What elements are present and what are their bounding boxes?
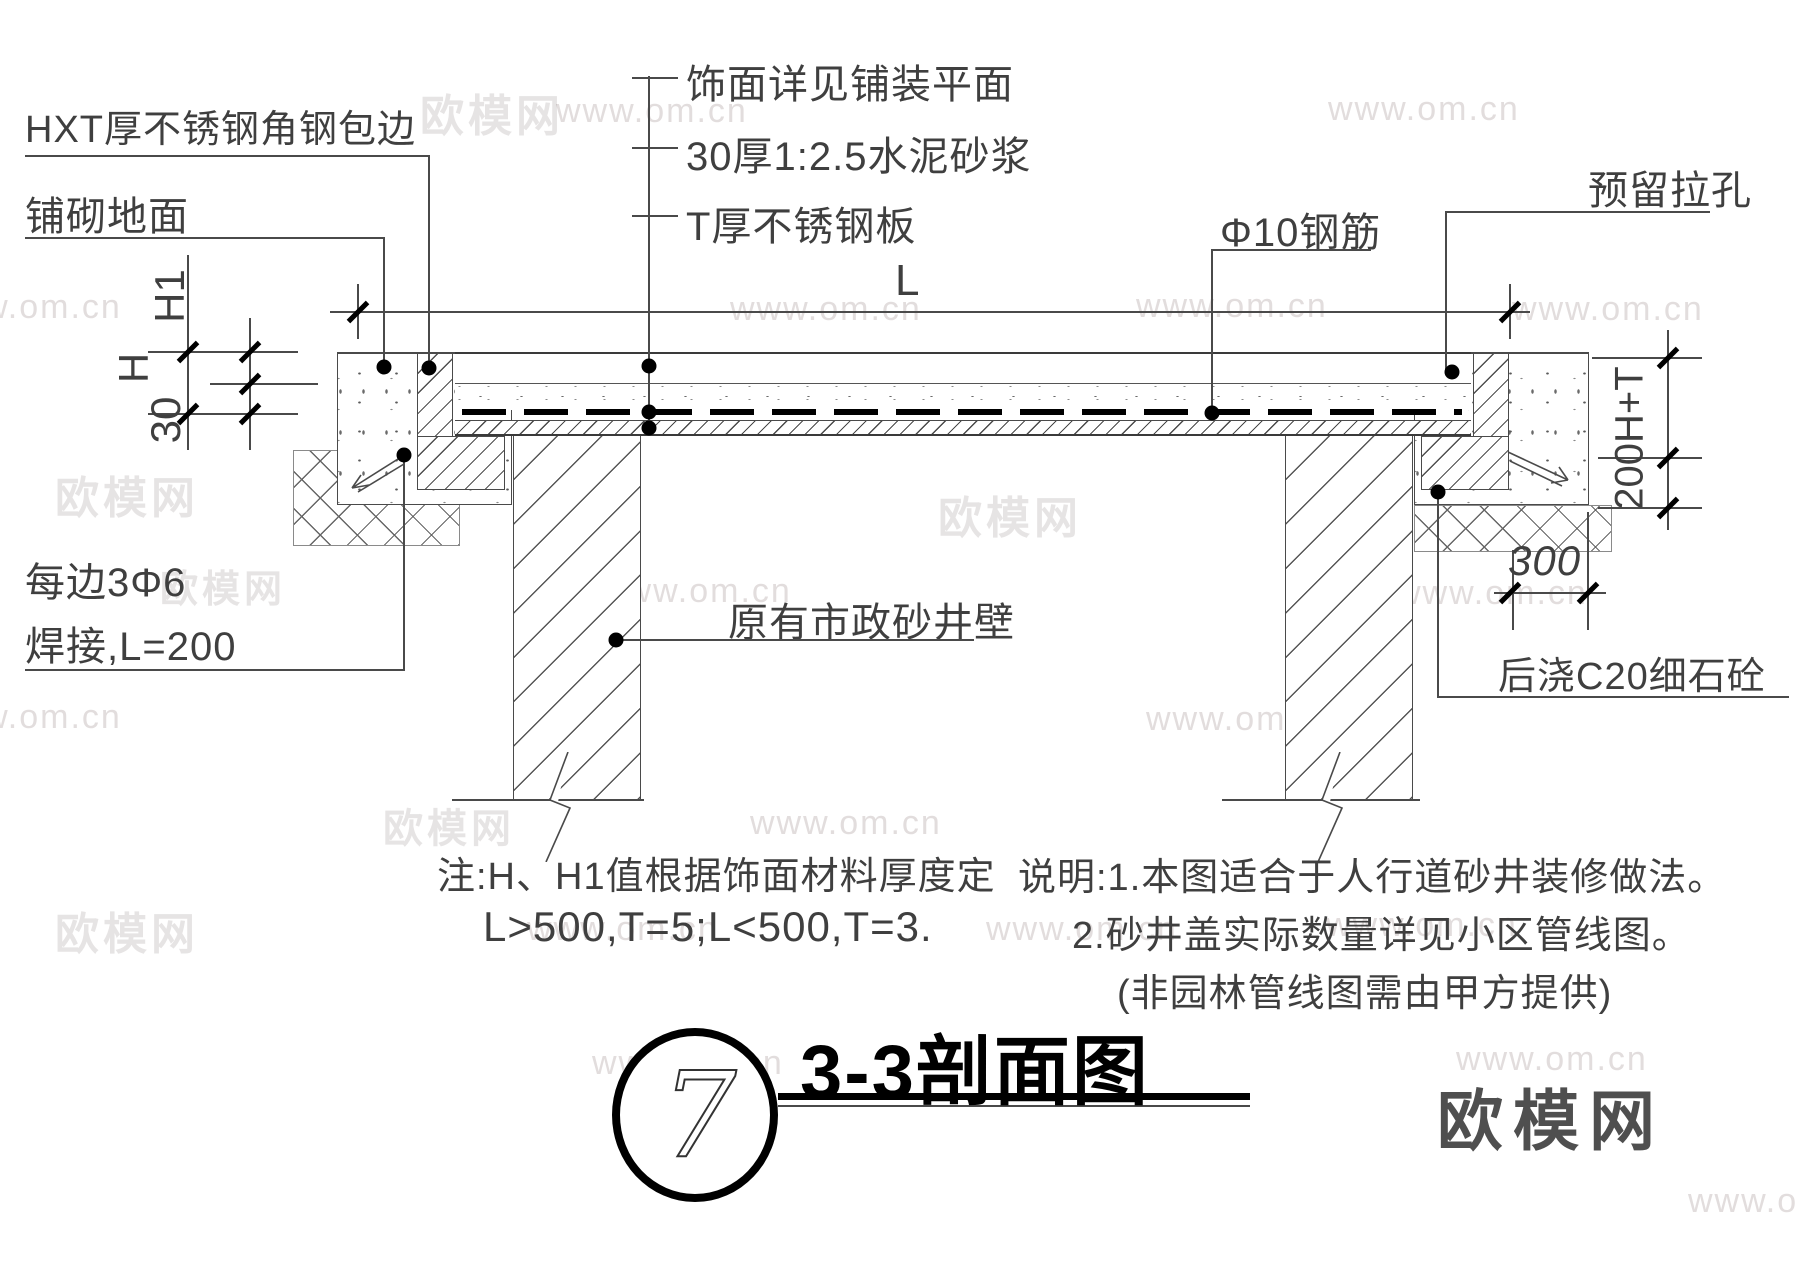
leader-dot bbox=[608, 632, 624, 648]
note-left-line2: L>500,T=5;L<500,T=3. bbox=[483, 903, 933, 950]
watermark-brand: 欧模网 bbox=[55, 474, 199, 523]
extension-line bbox=[1598, 507, 1702, 509]
dimension-label-H: H bbox=[110, 352, 157, 384]
rebar-dashed-line bbox=[462, 409, 1462, 415]
leader-tick bbox=[632, 77, 678, 79]
leader-line bbox=[383, 237, 385, 367]
weld-arrow-left bbox=[351, 453, 407, 493]
watermark-brand: 欧模网 bbox=[938, 494, 1082, 543]
leader-line bbox=[1445, 211, 1447, 371]
dimension-label-H1: H1 bbox=[146, 269, 193, 323]
leader-line bbox=[428, 155, 430, 368]
note-right-line2: 2.砂井盖实际数量详见小区管线图。 bbox=[1072, 915, 1691, 957]
callout-paving: 铺砌地面 bbox=[25, 195, 189, 239]
detail-bubble: 7 bbox=[612, 1028, 778, 1202]
dimension-label-300: 300 bbox=[1508, 537, 1582, 584]
leader-line bbox=[648, 76, 650, 429]
joint-arrow-right bbox=[1507, 451, 1569, 487]
section-title: 3-3剖面图 bbox=[800, 1030, 1150, 1115]
watermark-brand: 欧模网 bbox=[160, 569, 287, 611]
watermark-url: www.om.cn bbox=[986, 910, 1178, 948]
leader-line bbox=[403, 455, 405, 670]
title-underline-thick bbox=[778, 1093, 1250, 1100]
watermark-brand: 欧模网 bbox=[55, 910, 199, 959]
steel-plate-layer bbox=[455, 420, 1471, 436]
dimension-label-30: 30 bbox=[142, 396, 189, 444]
leader-dot bbox=[1444, 364, 1460, 380]
callout-steel-plate: T厚不锈钢板 bbox=[686, 205, 917, 249]
well-wall-left bbox=[513, 436, 641, 799]
note-right-line3: (非园林管线图需由甲方提供) bbox=[1117, 973, 1613, 1015]
watermark-url: www.om.cn bbox=[1328, 90, 1520, 128]
watermark-url: www.om.cn bbox=[0, 698, 122, 736]
callout-weld-line2: 焊接,L=200 bbox=[25, 625, 237, 669]
finish-layer bbox=[455, 352, 1471, 384]
callout-weld-line1: 每边3Φ6 bbox=[25, 561, 187, 605]
extension-line bbox=[148, 413, 298, 415]
extension-line bbox=[210, 383, 318, 385]
watermark-url: www.om.cn bbox=[527, 910, 719, 948]
leader-dot bbox=[1430, 484, 1446, 500]
break-line-left bbox=[545, 752, 572, 862]
mortar-layer bbox=[455, 384, 1471, 410]
dimension-line-L bbox=[330, 311, 1530, 313]
leader-dot bbox=[396, 447, 412, 463]
extension-line bbox=[1592, 357, 1702, 359]
leader-dot bbox=[641, 358, 657, 374]
wall-bottom-line-left bbox=[452, 799, 644, 801]
leader-line bbox=[1211, 249, 1213, 413]
dimension-label-L: L bbox=[895, 256, 921, 305]
watermark-brand: 欧模网 bbox=[383, 807, 515, 851]
callout-angle-edge: HXT厚不锈钢角钢包边 bbox=[25, 109, 417, 151]
angle-steel-right-horizontal bbox=[1421, 436, 1509, 490]
leader-line bbox=[25, 155, 430, 157]
callout-post-cast: 后浇C20细石砼 bbox=[1498, 656, 1766, 698]
watermark-brand: 欧模网 bbox=[420, 92, 564, 141]
watermark-url: www.om.cn bbox=[1688, 1182, 1800, 1220]
leader-tick bbox=[632, 147, 678, 149]
callout-reserved-hole: 预留拉孔 bbox=[1588, 169, 1752, 213]
leader-dot bbox=[641, 404, 657, 420]
detail-number-sketch: 7 bbox=[660, 1045, 737, 1185]
leader-dot bbox=[421, 360, 437, 376]
detail-number-glyph: 7 bbox=[661, 1046, 736, 1184]
extension-line bbox=[148, 351, 298, 353]
leader-line bbox=[25, 237, 385, 239]
watermark-url: www.om.cn bbox=[556, 92, 748, 130]
break-line-right bbox=[1317, 752, 1344, 862]
watermark-url: www.om.cn bbox=[1136, 287, 1328, 325]
callout-finish: 饰面详见铺装平面 bbox=[686, 63, 1014, 107]
title-underline-thin bbox=[778, 1105, 1250, 1107]
note-left-line1: 注:H、H1值根据饰面材料厚度定 bbox=[437, 856, 996, 898]
leader-tick bbox=[632, 215, 678, 217]
watermark-url: www.om.cn bbox=[0, 288, 122, 326]
watermark-url: www.om.cn bbox=[1456, 1040, 1648, 1078]
leader-line bbox=[1437, 696, 1789, 698]
watermark-url: www.om.cn bbox=[750, 804, 942, 842]
leader-line bbox=[1211, 249, 1371, 251]
leader-line bbox=[1445, 211, 1710, 213]
site-logo: 欧模网 bbox=[1437, 1084, 1665, 1158]
angle-steel-left-horizontal bbox=[417, 436, 505, 490]
wall-bottom-line-right bbox=[1222, 799, 1420, 801]
leader-dot bbox=[1204, 405, 1220, 421]
callout-rebar: Φ10钢筋 bbox=[1220, 211, 1382, 255]
well-wall-right bbox=[1285, 436, 1413, 799]
callout-well-wall: 原有市政砂井壁 bbox=[728, 601, 1015, 645]
extension-line bbox=[1598, 457, 1702, 459]
extension-line bbox=[1587, 512, 1589, 630]
leader-dot bbox=[641, 420, 657, 436]
dimension-line-200HT bbox=[1667, 330, 1669, 530]
leader-dot bbox=[376, 359, 392, 375]
dimension-label-200HT: 200H+T bbox=[1607, 366, 1652, 510]
dimension-line-300 bbox=[1494, 592, 1606, 594]
watermark-url: www.om.cn bbox=[730, 290, 922, 328]
callout-mortar: 30厚1:2.5水泥砂浆 bbox=[686, 135, 1032, 179]
watermark-url: www.om.cn bbox=[1326, 906, 1518, 944]
leader-line bbox=[1437, 492, 1439, 697]
note-right-line1: 说明:1.本图适合于人行道砂井装修做法。 bbox=[1018, 857, 1727, 899]
watermark-url: www.om.cn bbox=[1512, 290, 1704, 328]
leader-line bbox=[25, 669, 405, 671]
leader-line bbox=[614, 639, 974, 641]
